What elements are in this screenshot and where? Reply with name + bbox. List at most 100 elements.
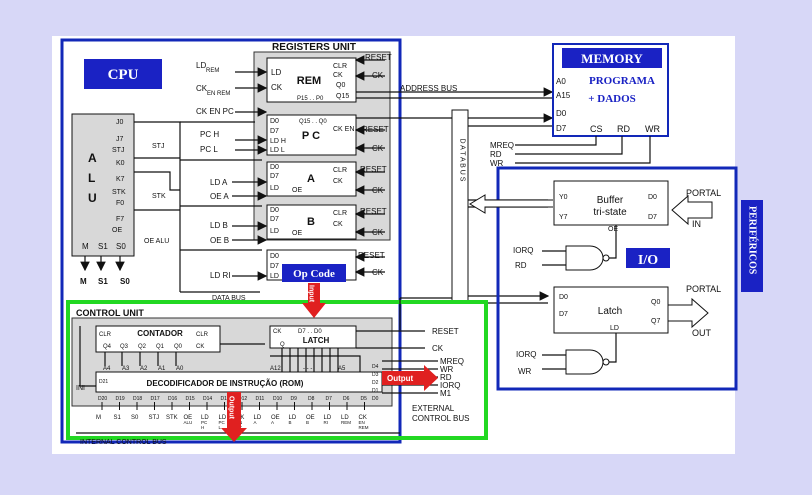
alu-f7: F7 [116,216,124,223]
a-ld: LD [270,185,279,192]
decoder-a0: A0 [176,366,184,372]
contador-q1: Q1 [156,344,165,350]
mem-a0: A0 [556,77,566,86]
alu-oe: OE [112,227,122,234]
register-rem-name: REM [297,75,321,87]
control-signal-label: LD [289,415,297,421]
oe-a-signal: OE A [210,192,229,201]
alu-m-pin: M [82,242,89,251]
internal-bus-label: INTERNAL CONTROL BUS [80,439,167,446]
control-signal-label: ALU [184,420,193,425]
decoder-d-pin: D12 [238,396,247,402]
output-down-arrow [221,392,247,442]
buffer-iorq: IORQ [513,246,533,255]
pc-ck-en: CK EN [333,126,354,133]
portal-in-label: PORTAL [686,188,721,198]
ld-pc-h-signal: PC H [200,130,219,139]
control-signal-label: CK [359,415,367,421]
control-signal-label: REM [341,420,351,425]
mem-d0: D0 [556,109,567,118]
buffer-y0: Y0 [559,194,568,201]
control-signal-label: B [306,420,309,425]
pc-ld-l: LD L [270,147,285,154]
address-bus-label: ADDRESS BUS [400,84,457,93]
memory-title: MEMORY [581,51,643,66]
alu-m-input: M [80,277,87,286]
register-pc [266,114,357,156]
input-arrow [302,283,326,318]
control-unit-title: CONTROL UNIT [76,308,144,318]
control-unit-frame [66,300,488,440]
rem-pin-ld: LD [271,68,281,77]
latch-wr: WR [518,367,532,376]
latch-io-d7: D7 [559,311,568,318]
a-clr: CLR [333,167,347,174]
decoder-d1: D1 [372,388,379,394]
contador-label: CONTADOR [137,329,183,338]
alu-wiring [80,55,554,293]
decoder-d-pin: D10 [273,396,282,402]
alu-k7: K7 [116,176,125,183]
alu-f0: F0 [116,200,124,207]
buffer-rd: RD [515,261,527,270]
ri-ld: LD [270,273,279,280]
mem-wr: WR [645,124,660,134]
control-m1: M1 [440,389,452,398]
alu-s1-input: S1 [98,277,108,286]
latch-io-title: Latch [598,306,622,317]
rem-pin-q0: Q0 [336,82,345,89]
decoder-d0: D0 [372,396,379,402]
external-bus-label: EXTERNAL [412,404,455,413]
data-bus-v-label: D A T A B U S [459,139,466,182]
decoder-a5: A5 [338,366,346,372]
alu-s1-pin: S1 [98,242,108,251]
opcode-box [282,264,346,282]
ld-a-signal: LD A [210,178,228,187]
decoder-d2: D2 [372,380,379,386]
control-signal-label: RI [324,420,329,425]
pc-top-bus: Q15 . . Q0 [299,119,327,125]
control-signal-label: H [201,425,204,430]
contador-q4: Q4 [103,344,112,350]
external-bus-label2: CONTROL BUS [412,414,470,423]
a-d0: D0 [270,164,279,171]
latch-cu-ck: CK [273,329,281,335]
decoder-d-pin: D5 [361,396,368,402]
pc-ld-h: LD H [270,138,286,145]
buffer-oe: OE [608,226,618,233]
contador-q0: Q0 [174,344,183,350]
a-ck-pin: CK [333,178,343,185]
decoder-d-pin: D16 [168,396,177,402]
latch-io-d0: D0 [559,294,568,301]
buffer-to-bus-arrow [469,194,553,214]
latch-cu-label: LATCH [303,336,330,345]
alu-box [71,113,135,257]
contador-clr-r: CLR [196,332,209,338]
control-signal-label: PC [219,420,226,425]
decoder-dots: - - - [303,366,312,372]
alu-letter-l: L [88,171,95,185]
control-signal-label: A [271,420,274,425]
stj-signal: STJ [152,143,164,150]
output-down-label: Output [228,396,235,420]
control-signal-label: S1 [114,415,122,421]
rem-ck-sub: EN REM [207,91,230,97]
ri-reset: RESET [358,251,385,260]
control-wr: WR [440,365,454,374]
buffer-d0: D0 [648,194,657,201]
control-signal-label: PC [201,420,208,425]
control-signal-label: STK [166,415,178,421]
latch-iorq: IORQ [516,350,536,359]
memory-dados: + DADOS [588,93,636,105]
decoder-d-pin: D17 [151,396,160,402]
latch-cu-q: Q [280,342,285,348]
decoder-d-pin: D13 [221,396,230,402]
b-d0: D0 [270,207,279,214]
alu-letter-u: U [88,191,97,205]
control-reset: RESET [432,327,459,336]
decoder-a4: A4 [103,366,111,372]
control-signal-label: STJ [149,415,160,421]
decoder-ini: INI [76,385,85,392]
rem-pin-q15: Q15 [336,93,349,100]
